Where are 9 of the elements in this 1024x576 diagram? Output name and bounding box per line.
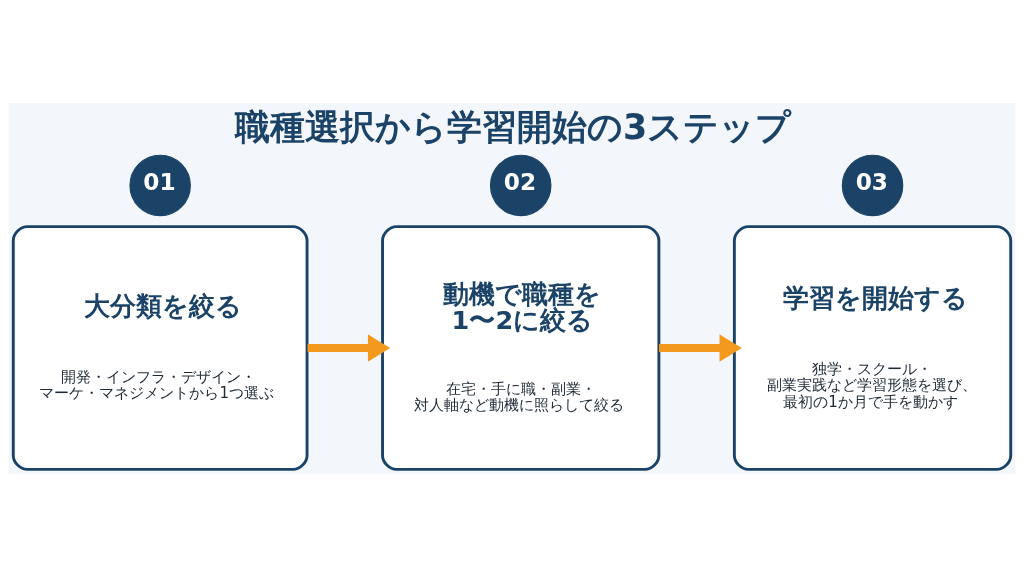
node-box: 学習を開始する 独学・スクール・副業実践など学習形態を選び、最初の1か月で手を動かす: [732, 224, 1013, 471]
arrow: [307, 333, 391, 362]
node-circle: 02: [489, 154, 552, 216]
node-box: 動機で職種を1〜2に絞る 在宅・手に職・副業・対人軸など動機に照らして絞る: [381, 224, 661, 471]
arrow: [659, 333, 742, 362]
diagram-title: 職種選択から学習開始の3ステップ: [235, 106, 792, 147]
node-box: 大分類を絞る 開発・インフラ・デザイン・マーケ・マネジメントから1つ選ぶ: [11, 224, 309, 471]
node-circle: 01: [129, 154, 191, 216]
node-circle: 03: [841, 154, 904, 216]
